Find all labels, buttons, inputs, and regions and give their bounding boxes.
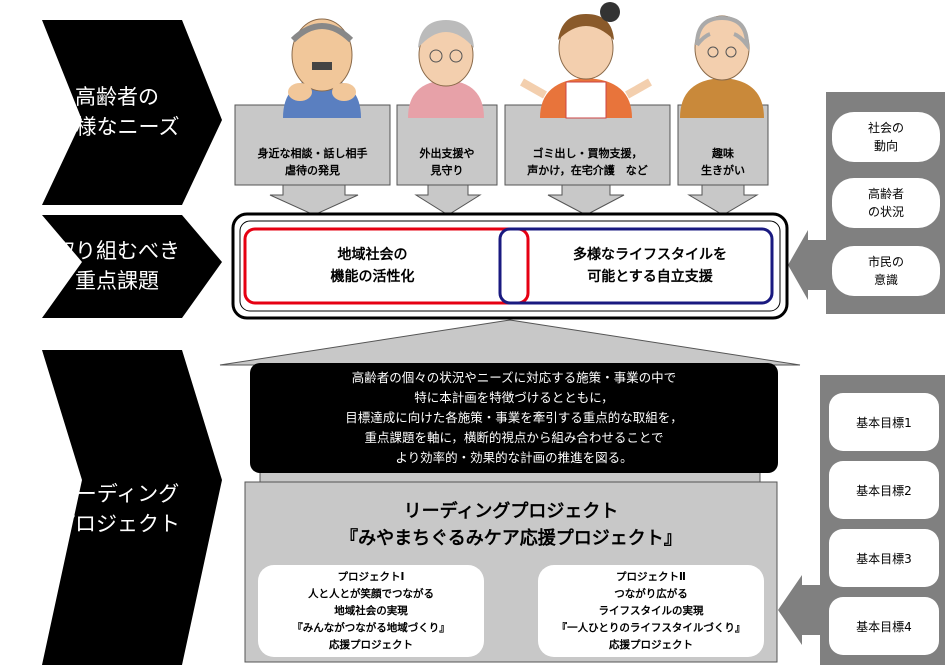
label-leading: リーディング プロジェクト: [54, 482, 180, 536]
label-needs: 高齢者の 多様なニーズ: [54, 85, 180, 139]
elderly-person-2-icon: [408, 20, 484, 118]
elderly-person-3-icon: [520, 2, 652, 119]
priority-left-container: 地域社会の 機能の活性化: [245, 229, 500, 303]
goal-3: 基本目標3: [829, 529, 939, 587]
project-1-text: プロジェクトⅠ 人と人とが笑顔でつながる 地域社会の実現 『みんながつながる地域…: [292, 570, 450, 651]
elderly-person-4-icon: [680, 15, 764, 118]
need-3: ゴミ出し・買物支援， 声かけ，在宅介護 など: [527, 147, 648, 177]
need-arrow-1: [234, 104, 391, 216]
priority-left-text: 地域社会の 機能の活性化: [330, 247, 415, 285]
priority-chevron: [42, 215, 222, 318]
goal-2: 基本目標2: [829, 461, 939, 519]
label-priority: 取り組むべき 重点課題: [54, 239, 180, 293]
priority-red-box: [243, 227, 530, 305]
leading-project-title: リーディングプロジェクト 『みやまちぐるみケア応援プロジェクト』: [340, 501, 682, 549]
context-arrow: [788, 230, 826, 300]
context-citizen-awareness: 市民の 意識: [832, 246, 940, 296]
context-social-trend: 社会の 動向: [832, 112, 940, 162]
need-4: 趣味 生きがい: [701, 147, 745, 177]
project-1-box: プロジェクトⅠ 人と人とが笑顔でつながる 地域社会の実現 『みんながつながる地域…: [258, 565, 484, 657]
project-2-box: プロジェクトⅡ つながり広がる ライフスタイルの実現 『一人ひとりのライフスタイ…: [538, 565, 764, 657]
leading-chevron: [42, 350, 222, 665]
need-arrow-4: [677, 104, 769, 216]
needs-chevron: [42, 20, 222, 205]
priority-inner-box: [239, 220, 781, 312]
need-1: 身近な相談・話し相手 虐待の発見: [257, 147, 368, 177]
project-2-text: プロジェクトⅡ つながり広がる ライフスタイルの実現 『一人ひとりのライフスタイ…: [556, 570, 746, 651]
need-2: 外出支援や 見守り: [419, 147, 475, 177]
priority-navy-box: [498, 227, 774, 305]
goal-1: 基本目標1: [829, 393, 939, 451]
goals-arrow: [778, 575, 820, 645]
goal-4: 基本目標4: [829, 597, 939, 655]
priority-right-text: 多様なライフスタイルを 可能とする自立支援: [573, 247, 727, 285]
priority-right-container: 多様なライフスタイルを 可能とする自立支援: [528, 229, 772, 303]
description-container: 高齢者の個々の状況やニーズに対応する施策・事業の中で 特に本計画を特徴づけるとと…: [250, 363, 778, 473]
description-box: [250, 363, 778, 473]
need-arrow-2: [396, 104, 498, 216]
description-text: 高齢者の個々の状況やニーズに対応する施策・事業の中で 特に本計画を特徴づけるとと…: [345, 370, 683, 465]
context-elderly-status: 高齢者 の状況: [832, 178, 940, 228]
elderly-person-1-icon: [283, 18, 361, 118]
